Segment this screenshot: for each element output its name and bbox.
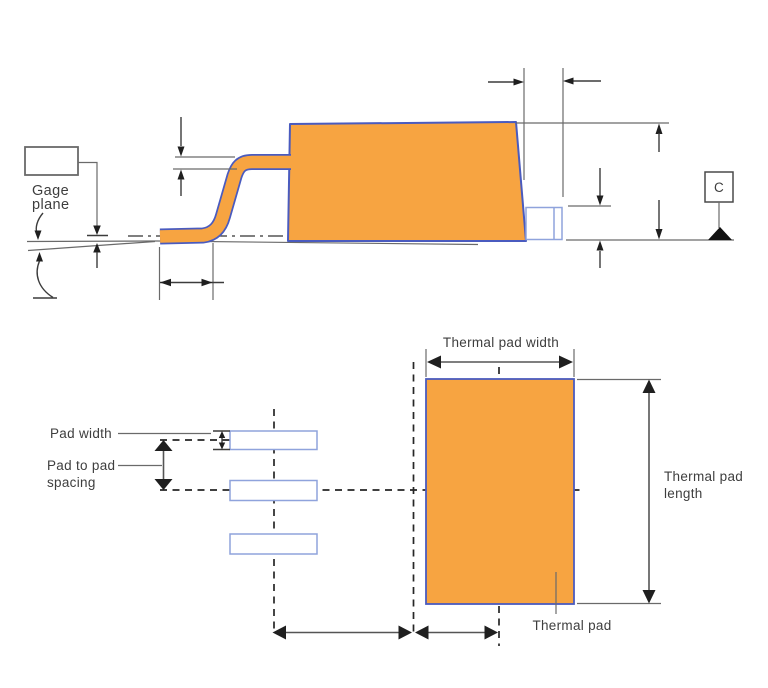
stub-height-dimension [568,168,611,268]
thickness-down-arrow-icon [177,146,185,157]
package-side-view: Gage plane [24,68,734,300]
angle-arc [36,260,54,299]
thickness-up-arrow-icon [177,169,185,180]
pad-to-pad-spacing-label: Pad to pad [47,458,115,473]
pad-width-dimension: Pad width [50,426,230,451]
height-up-arrow-icon [655,123,663,134]
lead-fill [159,155,291,243]
thermal-pad-callout: Thermal pad [532,572,611,633]
gage-up-arrow-icon [93,243,101,253]
foot-angle-line [27,240,156,252]
thermal-pad [425,378,575,605]
lead-tip-dimension [488,68,601,197]
pad-to-pad-spacing-dimension: Pad to pad spacing [47,440,173,490]
span1-right-arrow-icon [398,625,412,640]
spacing-up-arrow-icon [154,440,173,451]
pad-width-up-arrow-icon [218,431,226,438]
seating-plane-and-foot-angle [26,212,479,299]
land-pattern-view: Pad width Pad to pad spacing Thermal pad… [47,335,743,646]
pad-to-thermal-dimension [272,625,498,640]
foot-length-dimension [158,243,224,300]
foot-right-arrow-icon [201,278,213,287]
foot-left-arrow-icon [160,278,171,287]
stub-down-arrow-icon [596,195,604,206]
span2-left-arrow-icon [415,625,429,640]
seating-plane-line [26,240,479,246]
angle-up-arrow-icon [36,252,43,262]
thermal-pad-width-label: Thermal pad width [443,335,559,350]
thermal-length-up-arrow-icon [642,379,656,393]
package-body [287,121,527,242]
height-down-arrow-icon [655,229,663,240]
gage-plane-leader [78,161,98,231]
gull-wing-lead [159,154,291,245]
thermal-width-left-arrow-icon [427,355,441,369]
pad-width-label: Pad width [50,426,112,441]
angle-down-arrow-icon [34,230,42,240]
lead-stub [525,206,563,241]
span1-left-arrow-icon [272,625,286,640]
datum-triangle-icon [708,227,732,240]
gage-plane-label-line2: plane [32,197,69,213]
datum-c-label: C [714,180,724,195]
datum-c: C [566,171,734,241]
pad-3 [229,533,318,555]
gage-down-arrow-icon [93,225,101,235]
package-height-dimension [516,122,669,240]
left-point-arrow-icon [563,77,574,85]
gage-plane-callout: Gage plane [24,146,108,268]
spacing-down-arrow-icon [154,479,173,490]
pad-1 [229,430,318,451]
gage-plane-label: Gage [32,183,69,199]
span2-right-arrow-icon [484,625,498,640]
stub-up-arrow-icon [596,240,604,251]
thermal-length-down-arrow-icon [642,590,656,604]
thermal-pad-width-dimension: Thermal pad width [425,335,575,377]
thermal-pad-length-label-line2: length [664,486,703,501]
thermal-pad-length-label: Thermal pad [664,469,743,484]
pad-to-pad-spacing-label-line2: spacing [47,475,96,490]
right-point-arrow-icon [513,78,524,86]
pad-2 [229,479,318,502]
thermal-pad-label: Thermal pad [532,618,611,633]
lead-stub-rect [525,206,563,241]
signal-pads [229,430,318,555]
gage-plane-box [24,146,79,176]
thermal-pad-length-dimension: Thermal pad length [577,378,743,605]
pad-width-down-arrow-icon [218,442,226,450]
angle-leader-curve [35,212,44,234]
lead-thickness-dimension [173,117,237,196]
thermal-width-right-arrow-icon [559,355,573,369]
